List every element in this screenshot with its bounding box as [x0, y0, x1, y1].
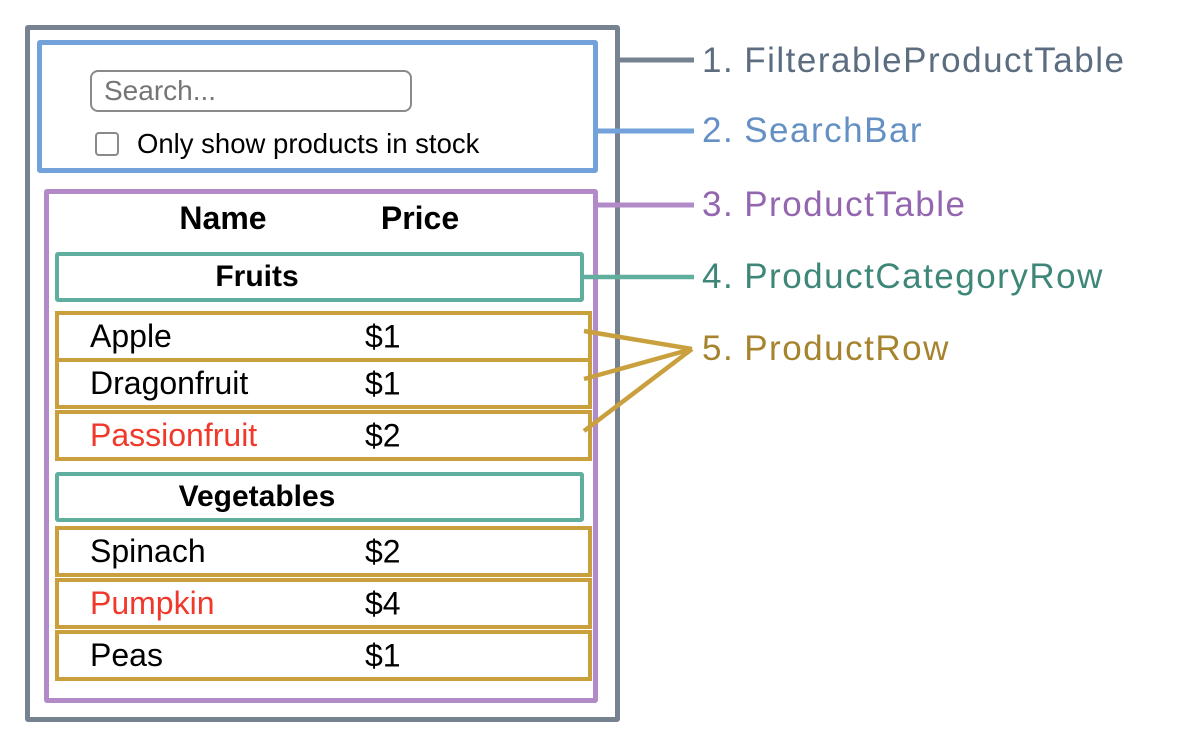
product-name: Dragonfruit	[90, 365, 249, 401]
name-column-header: Name	[179, 200, 267, 236]
product-row-passionfruit: Passionfruit $2	[55, 410, 592, 461]
product-name-out-of-stock: Pumpkin	[90, 585, 215, 621]
search-input[interactable]	[90, 70, 412, 112]
product-price: $1	[365, 318, 401, 354]
in-stock-checkbox[interactable]	[95, 132, 119, 156]
product-row-spinach: Spinach $2	[55, 526, 592, 577]
price-column-header: Price	[380, 200, 460, 236]
label-number: 3.	[702, 185, 735, 224]
product-price: $1	[365, 637, 401, 673]
product-price: $4	[365, 585, 401, 621]
label-filterable-product-table: 1.FilterableProductTable	[702, 38, 1125, 84]
in-stock-checkbox-label[interactable]: Only show products in stock	[137, 128, 480, 159]
product-name: Peas	[90, 637, 163, 673]
product-row-dragonfruit: Dragonfruit $1	[55, 358, 592, 409]
label-number: 1.	[702, 41, 735, 80]
label-number: 4.	[702, 257, 735, 296]
product-row-pumpkin: Pumpkin $4	[55, 578, 592, 629]
product-price: $2	[365, 417, 401, 453]
product-name: Spinach	[90, 533, 206, 569]
product-table-outline	[44, 189, 598, 703]
product-price: $1	[365, 365, 401, 401]
label-product-table: 3.ProductTable	[702, 182, 967, 228]
label-number: 5.	[702, 329, 735, 368]
label-text: ProductRow	[744, 329, 950, 368]
label-text: ProductTable	[744, 185, 967, 224]
product-price: $2	[365, 533, 401, 569]
product-name: Apple	[90, 318, 172, 354]
category-label: Vegetables	[178, 480, 336, 513]
category-row-fruits: Fruits	[55, 252, 584, 302]
label-text: SearchBar	[744, 111, 924, 150]
label-number: 2.	[702, 111, 735, 150]
product-row-peas: Peas $1	[55, 630, 592, 681]
label-search-bar: 2.SearchBar	[702, 108, 923, 154]
category-row-vegetables: Vegetables	[55, 472, 584, 522]
search-bar-outline	[37, 40, 598, 173]
label-text: ProductCategoryRow	[744, 257, 1104, 296]
category-label: Fruits	[215, 260, 299, 293]
product-name-out-of-stock: Passionfruit	[90, 417, 258, 453]
product-row-apple: Apple $1	[55, 311, 592, 362]
label-product-category-row: 4.ProductCategoryRow	[702, 254, 1104, 300]
label-text: FilterableProductTable	[744, 41, 1126, 80]
label-product-row: 5.ProductRow	[702, 326, 950, 372]
